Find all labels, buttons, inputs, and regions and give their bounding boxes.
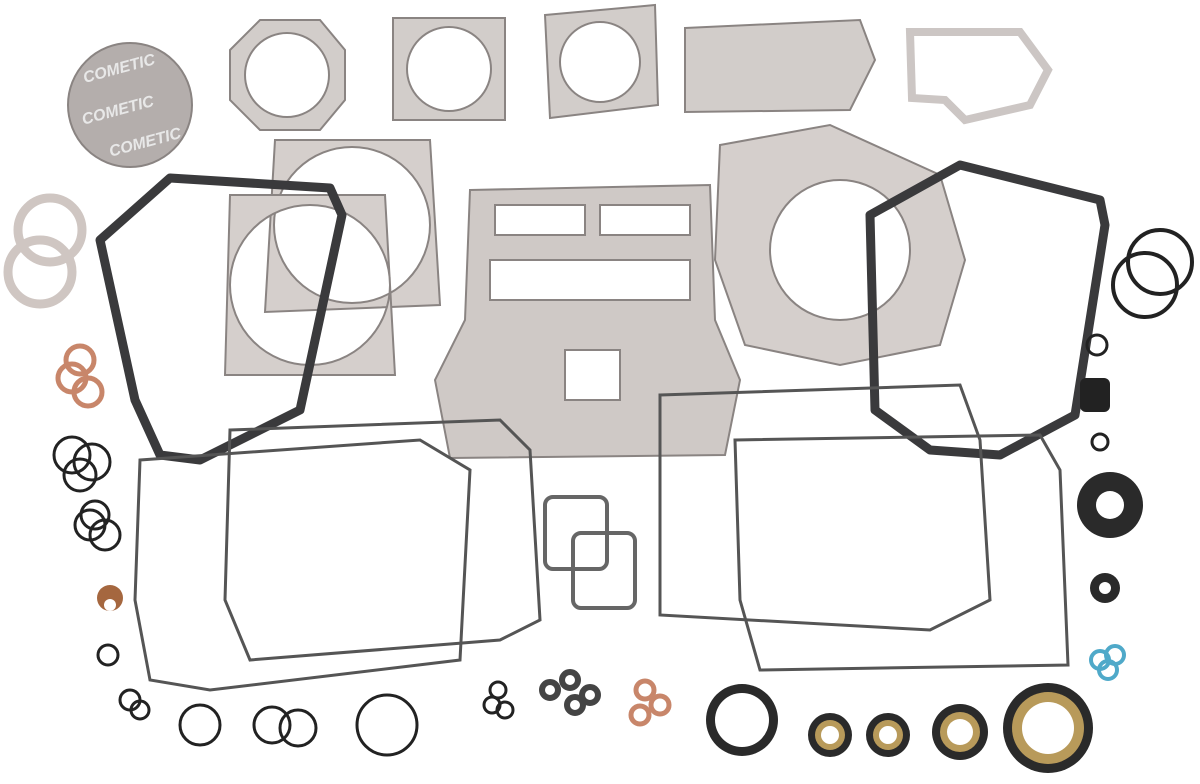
- round-cover-gasket: COMETIC COMETIC COMETIC: [67, 42, 193, 168]
- oil-seals: [706, 472, 1143, 773]
- blue-o-rings: [1089, 644, 1126, 681]
- small-square-gaskets: [543, 495, 637, 610]
- cam-cover-gaskets: [95, 160, 1110, 465]
- top-gaskets: [229, 3, 1053, 131]
- copper-washers: [55, 343, 672, 727]
- rocker-base-gasket: [433, 183, 742, 460]
- exhaust-rings: [3, 193, 87, 309]
- metal-washers: [539, 669, 601, 716]
- head-gaskets: [223, 123, 967, 376]
- plug-and-bushing: [97, 378, 1110, 611]
- o-rings: [52, 228, 1194, 757]
- rocker-cover-gaskets: [133, 383, 1070, 692]
